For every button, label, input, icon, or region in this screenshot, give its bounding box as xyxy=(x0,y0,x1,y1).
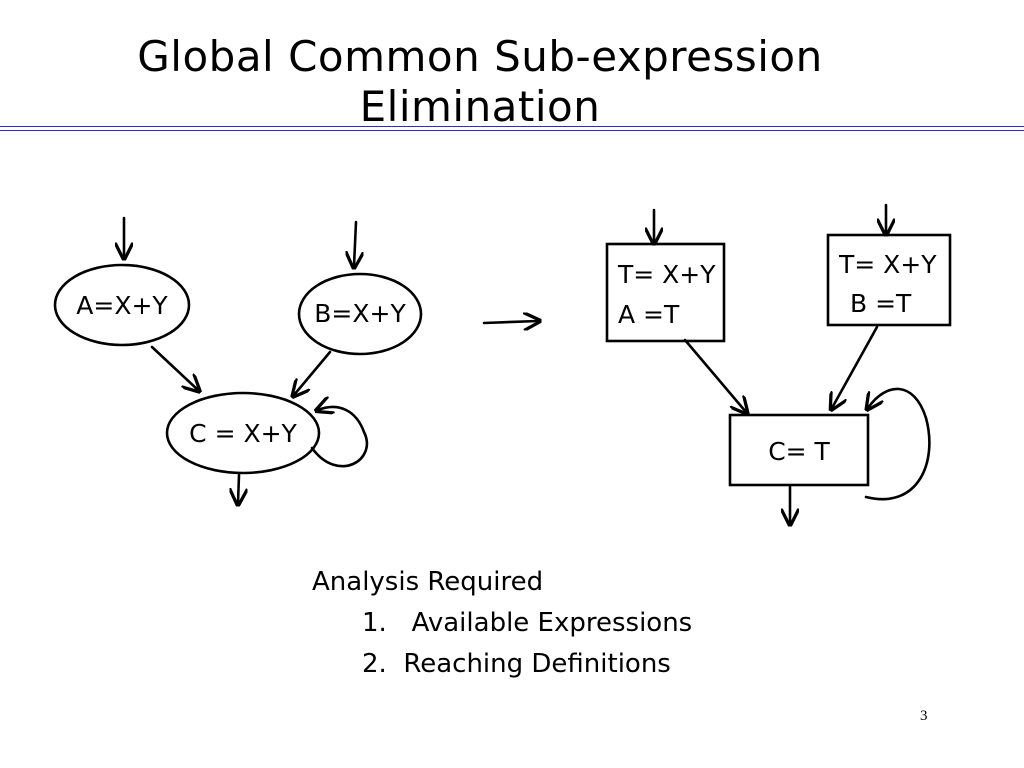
self-loop-c xyxy=(310,407,369,468)
node-c-label: C = X+Y xyxy=(189,419,297,448)
self-loop-c2 xyxy=(866,387,931,501)
title-divider-top xyxy=(0,126,1024,127)
node-a-ellipse xyxy=(53,263,191,347)
node-b-ellipse xyxy=(297,272,423,356)
node-a2-box xyxy=(605,242,726,343)
transform-arrow xyxy=(482,321,538,323)
node-b2-label-line1: T= X+Y xyxy=(838,250,937,279)
node-a2-label-line2: A =T xyxy=(618,300,680,329)
node-b2-box xyxy=(826,233,952,327)
node-a-label: A=X+Y xyxy=(76,291,168,320)
page-number: 3 xyxy=(920,708,928,724)
title-line-2: Elimination xyxy=(359,82,601,131)
edge-b2-to-c2 xyxy=(832,325,879,408)
node-c2-box xyxy=(728,413,870,487)
analysis-item: 2. Reaching Definitions xyxy=(362,649,671,679)
exit-arrow-c xyxy=(238,473,239,503)
edge-a-to-c xyxy=(150,345,198,390)
analysis-block: Analysis Required 1. Available Expressio… xyxy=(312,562,692,685)
node-c2-label: C= T xyxy=(768,437,830,466)
edge-a2-to-c2 xyxy=(683,338,746,412)
title-line-1: Global Common Sub-expression xyxy=(137,32,823,81)
node-a2-label-line1: T= X+Y xyxy=(617,260,716,289)
title-divider-bottom xyxy=(0,130,1024,131)
edge-b-to-c xyxy=(294,350,332,395)
slide-title: Global Common Sub-expression Elimination xyxy=(60,32,900,132)
entry-arrow-b xyxy=(354,220,356,266)
node-c-ellipse xyxy=(165,391,321,475)
node-b2-label-line2: B =T xyxy=(850,289,912,318)
node-b-label: B=X+Y xyxy=(314,299,406,328)
analysis-heading: Analysis Required xyxy=(312,567,544,597)
analysis-item: 1. Available Expressions xyxy=(362,608,693,638)
